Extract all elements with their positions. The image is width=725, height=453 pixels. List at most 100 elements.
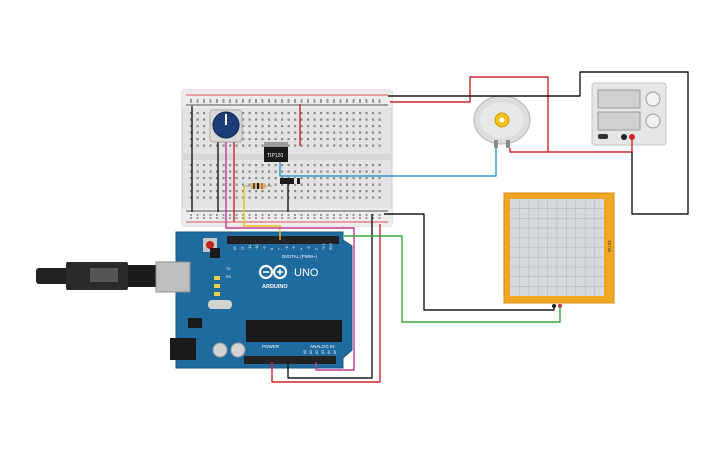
breadboard-hole — [320, 131, 323, 134]
wire-black-top — [388, 71, 689, 215]
breadboard-hole — [307, 144, 310, 147]
diode[interactable] — [280, 178, 300, 184]
breadboard-hole — [216, 196, 219, 199]
breadboard-hole — [346, 131, 349, 134]
rail-hole — [222, 101, 225, 103]
breadboard-hole — [190, 144, 193, 147]
breadboard-hole — [248, 190, 251, 193]
arduino-uno-board[interactable]: UNO ARDUINO DIGITAL (PWM~) POWER ANALOG … — [36, 231, 353, 369]
breadboard-hole — [274, 183, 277, 186]
breadboard-hole — [378, 131, 381, 134]
rail-hole — [235, 99, 238, 101]
rail-hole — [255, 217, 257, 219]
breadboard-hole — [378, 196, 381, 199]
voltage-knob[interactable] — [645, 91, 661, 107]
rail-hole — [307, 214, 309, 216]
breadboard-hole — [339, 112, 342, 115]
breadboard-hole — [300, 131, 303, 134]
breadboard-hole — [333, 177, 336, 180]
rail-hole — [326, 99, 329, 101]
breadboard-hole — [313, 177, 316, 180]
power-analog-header — [244, 356, 336, 364]
digital-pin-label: ~5 — [292, 246, 296, 250]
analog-pin-label: A0 — [303, 350, 307, 354]
breadboard-hole — [300, 177, 303, 180]
arduino-logo-icon — [258, 264, 288, 280]
breadboard-hole — [313, 125, 316, 128]
breadboard-hole — [300, 190, 303, 193]
analog-header-label: ANALOG IN — [310, 344, 335, 349]
breadboard-hole — [248, 170, 251, 173]
breadboard-holes[interactable] — [190, 99, 381, 219]
breadboard-hole — [261, 164, 264, 167]
breadboard-hole — [352, 125, 355, 128]
breadboard-hole — [209, 183, 212, 186]
rail-hole — [190, 217, 192, 219]
breadboard-hole — [261, 144, 264, 147]
resistor[interactable] — [244, 183, 272, 189]
breadboard-hole — [268, 190, 271, 193]
oscilloscope[interactable]: 10 ms — [503, 192, 615, 308]
wires[interactable] — [191, 71, 689, 383]
breadboard-hole — [268, 196, 271, 199]
breadboard-hole — [287, 131, 290, 134]
digital-pin-label: 2 — [314, 248, 318, 250]
rail-hole — [326, 101, 329, 103]
breadboard-hole — [333, 164, 336, 167]
capacitor-2 — [230, 342, 246, 358]
breadboard-hole — [372, 125, 375, 128]
rail-hole — [261, 101, 264, 103]
breadboard-hole — [365, 177, 368, 180]
potentiometer[interactable] — [209, 109, 243, 143]
rail-hole — [203, 99, 205, 101]
dc-motor[interactable] — [473, 95, 531, 148]
rail-hole — [274, 214, 277, 216]
breadboard-hole — [352, 183, 355, 186]
breadboard-hole — [307, 196, 310, 199]
rail-hole — [242, 214, 244, 216]
breadboard-hole — [235, 177, 238, 180]
breadboard-hole — [190, 118, 193, 121]
breadboard-hole — [300, 118, 303, 121]
rail-hole — [339, 217, 342, 219]
digital-pin-label: ~6 — [285, 246, 289, 250]
breadboard-hole — [281, 196, 284, 199]
current-knob[interactable] — [645, 113, 661, 129]
breadboard-hole — [229, 190, 232, 193]
breadboard-hole — [235, 190, 238, 193]
rail-hole — [346, 101, 348, 103]
tip120-transistor[interactable]: TIP120 — [264, 142, 288, 162]
breadboard-hole — [365, 190, 368, 193]
breadboard-hole — [326, 144, 329, 147]
breadboard-hole — [261, 138, 264, 141]
rail-hole — [307, 217, 309, 219]
breadboard-hole — [255, 164, 258, 167]
breadboard-hole — [268, 125, 271, 128]
power-switch[interactable] — [598, 134, 608, 139]
breadboard-hole — [242, 125, 245, 128]
breadboard-hole — [326, 112, 329, 115]
breadboard-hole — [203, 183, 206, 186]
breadboard-hole — [359, 183, 362, 186]
breadboard-hole — [294, 170, 297, 173]
wire-black-gnd — [287, 214, 373, 379]
breadboard-hole — [339, 190, 342, 193]
rail-hole — [352, 101, 355, 103]
dc-power-supply[interactable] — [591, 82, 667, 146]
oscilloscope-timebase: 10 ms — [607, 240, 612, 253]
breadboard-hole — [248, 183, 251, 186]
rail-hole — [248, 217, 251, 219]
breadboard-hole — [255, 170, 258, 173]
rail-hole — [190, 99, 192, 101]
breadboard-hole — [339, 138, 342, 141]
rail-hole — [300, 217, 303, 219]
breadboard-hole — [300, 138, 303, 141]
analog-pin-label: A5 — [333, 350, 337, 354]
breadboard-hole — [346, 170, 349, 173]
breadboard-hole — [196, 164, 199, 167]
breadboard-hole — [274, 131, 277, 134]
breadboard-hole — [333, 131, 336, 134]
breadboard-hole — [281, 170, 284, 173]
